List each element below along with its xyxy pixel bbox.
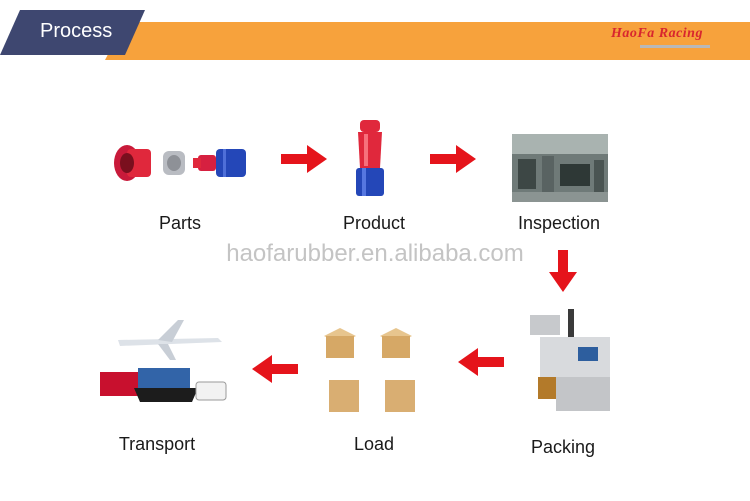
- step-label-packing: Packing: [530, 437, 596, 457]
- step-label-inspection: Inspection: [517, 213, 601, 233]
- step-label-parts: Parts: [158, 213, 201, 233]
- brand-logo-underline: [640, 45, 710, 48]
- packing-machine-image: [530, 309, 610, 411]
- arrow-left-icon: [252, 355, 298, 383]
- product-image: [356, 120, 384, 196]
- transport-image: [100, 320, 227, 402]
- inspection-image: [512, 134, 608, 202]
- load-boxes-image: [324, 328, 415, 412]
- step-label-transport: Transport: [118, 434, 196, 454]
- arrow-down-icon: [549, 250, 577, 292]
- step-label-load: Load: [353, 434, 395, 454]
- page-title: Process: [40, 20, 113, 42]
- parts-image: [114, 145, 246, 181]
- watermark: haofarubber.en.alibaba.com: [226, 240, 524, 267]
- step-label-product: Product: [342, 213, 406, 233]
- arrow-left-icon: [458, 348, 504, 376]
- brand-logo: HaoFa Racing: [611, 26, 703, 41]
- arrow-right-icon: [430, 145, 476, 173]
- header-banner: [0, 10, 750, 60]
- arrow-right-icon: [281, 145, 327, 173]
